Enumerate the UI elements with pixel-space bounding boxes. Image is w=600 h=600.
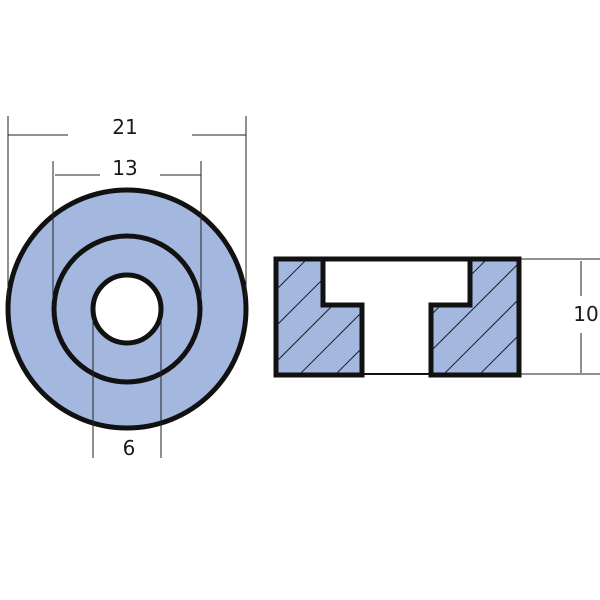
dim-height: 10 (573, 302, 598, 326)
center-hole (90, 272, 164, 346)
dim-middle-diameter: 13 (112, 156, 137, 180)
middle-ring (51, 233, 203, 385)
hatch-line (473, 259, 519, 375)
height-dimension-lines (521, 258, 600, 375)
front-view: 21 13 6 (5, 115, 249, 460)
hatch-line (276, 259, 317, 375)
dim-hole-diameter: 6 (123, 436, 136, 460)
dimension-lines (7, 116, 247, 458)
hatch-line (437, 259, 519, 375)
dim-outer-diameter: 21 (112, 115, 137, 139)
